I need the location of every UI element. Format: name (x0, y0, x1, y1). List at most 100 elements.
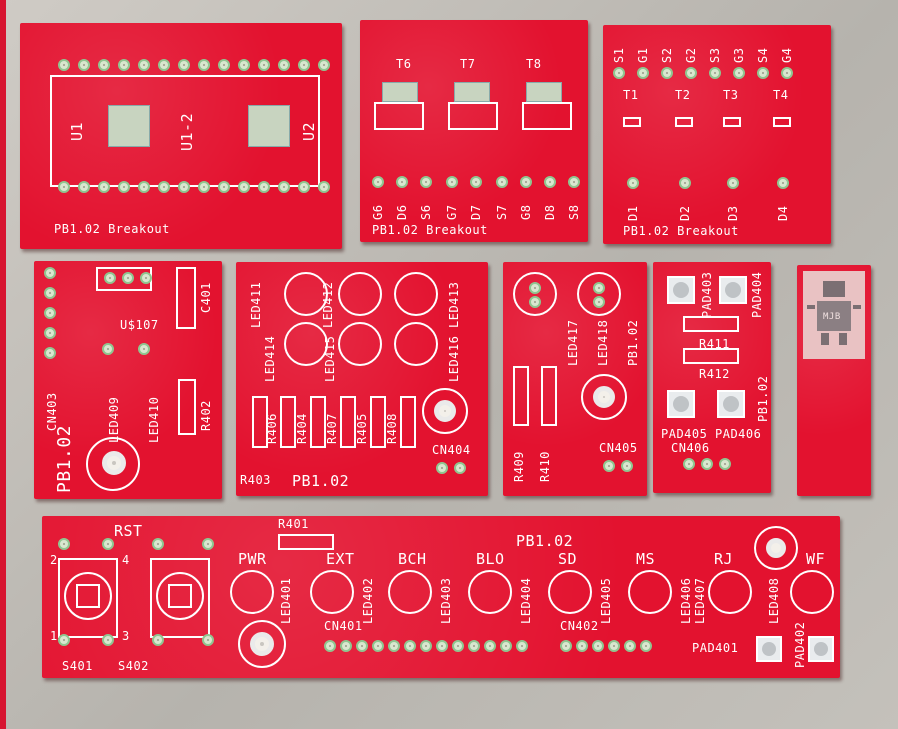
resistor-outline (370, 396, 386, 448)
mount-ring (238, 620, 286, 668)
pad (102, 634, 114, 646)
label-d3: D3 (726, 205, 740, 221)
pad (621, 460, 633, 472)
label-d7: D7 (469, 204, 483, 220)
pad-square (756, 636, 782, 662)
pad (138, 59, 150, 71)
pad (701, 458, 713, 470)
breakout-board-1: U1 U1-2 U2 PB1.02 Breakout (20, 23, 342, 249)
pad (44, 307, 56, 319)
pad (470, 176, 482, 188)
pad (603, 460, 615, 472)
pad (683, 458, 695, 470)
label-led415: LED415 (323, 335, 337, 382)
pad (516, 640, 528, 652)
pad (446, 176, 458, 188)
label-g3: G3 (732, 47, 746, 63)
label-s2: S2 (660, 47, 674, 63)
c401-outline (176, 267, 196, 329)
label-led414: LED414 (263, 335, 277, 382)
label-cn402: CN402 (560, 619, 599, 633)
led-ring (284, 322, 328, 366)
label-led402: LED402 (361, 577, 375, 624)
label-g1: G1 (636, 47, 650, 63)
label-blo: BLO (476, 550, 505, 568)
label-u1-2: U1-2 (178, 112, 196, 151)
pad-square (717, 390, 745, 418)
board-7: PAD403 PAD404 R411 R412 PB1.02 PAD405 PA… (653, 262, 771, 493)
pad (178, 59, 190, 71)
pad (468, 640, 480, 652)
pad (44, 347, 56, 359)
mount-ring (754, 526, 798, 570)
led-ring (388, 570, 432, 614)
pad (733, 67, 745, 79)
label-rj: RJ (714, 550, 734, 568)
board-edge-left (0, 0, 6, 729)
label-t3: T3 (723, 88, 739, 102)
resistor-outline (541, 366, 557, 426)
label-pad401: PAD401 (692, 641, 739, 655)
led-ring (394, 272, 438, 316)
led-ring (338, 322, 382, 366)
pad (454, 462, 466, 474)
led-ring (628, 570, 672, 614)
label-t2: T2 (675, 88, 691, 102)
pad (388, 640, 400, 652)
label-wf: WF (806, 550, 826, 568)
label-s3: S3 (708, 47, 722, 63)
transistor-t4 (773, 117, 791, 127)
pad (608, 640, 620, 652)
resistor-outline (340, 396, 356, 448)
pad (757, 67, 769, 79)
label-rst: RST (114, 522, 143, 540)
pad (727, 177, 739, 189)
pad (404, 640, 416, 652)
label-led404: LED404 (519, 577, 533, 624)
pad (298, 181, 310, 193)
label-t1: T1 (623, 88, 639, 102)
pad (661, 67, 673, 79)
transistor-t3 (723, 117, 741, 127)
resistor-outline (513, 366, 529, 426)
led-ring (284, 272, 328, 316)
board-5: LED411 LED412 LED413 LED414 LED415 LED41… (236, 262, 488, 496)
pad (44, 287, 56, 299)
label-r408: R408 (385, 413, 399, 444)
label-c401: C401 (199, 282, 213, 313)
led-ring (230, 570, 274, 614)
switch-button (76, 584, 100, 608)
ic-chip-u1 (108, 105, 150, 147)
led-ring (513, 272, 557, 316)
pad (78, 181, 90, 193)
mount-ring (422, 388, 468, 434)
pad (593, 282, 605, 294)
transistor-t8 (526, 82, 562, 102)
label-s7: S7 (495, 204, 509, 220)
label-s401: S401 (62, 659, 93, 673)
pad (560, 640, 572, 652)
pad (484, 640, 496, 652)
label-cn404: CN404 (432, 443, 471, 457)
pad (278, 59, 290, 71)
label-r406: R406 (265, 413, 279, 444)
pad (340, 640, 352, 652)
pad (679, 177, 691, 189)
label-led405: LED405 (599, 577, 613, 624)
transistor-t1 (623, 117, 641, 127)
pin-2: 2 (50, 553, 58, 567)
led-ring (394, 322, 438, 366)
r412-outline (683, 348, 739, 364)
pad (318, 181, 330, 193)
pad (178, 181, 190, 193)
pad-square (719, 276, 747, 304)
pad (44, 267, 56, 279)
breakout-board-2: T6 T7 T8 G6 D6 S6 G7 D7 S7 G8 D8 S8 PB1.… (360, 20, 588, 242)
label-r403: R403 (240, 473, 271, 487)
label-pb102: PB1.02 (516, 532, 574, 550)
label-led418: PB1.02 (626, 319, 640, 366)
led-ring (548, 570, 592, 614)
transistor-outline-t7 (448, 102, 498, 130)
pad (102, 343, 114, 355)
pad (685, 67, 697, 79)
